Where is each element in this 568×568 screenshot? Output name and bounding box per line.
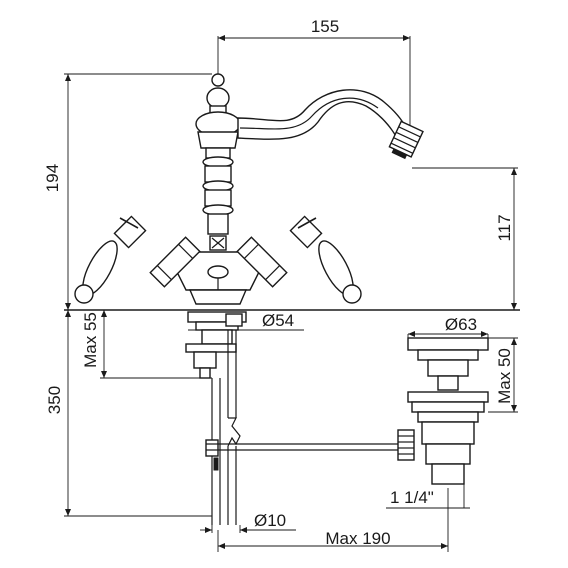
dim-base-diameter: Ø54 — [262, 311, 294, 330]
faucet-body — [173, 73, 263, 305]
dim-max-rod-length: Max 190 — [325, 529, 390, 548]
pop-up-drain — [397, 337, 489, 485]
dim-total-height: 194 — [43, 164, 62, 192]
pull-rod — [206, 443, 400, 451]
dim-drain-top-diameter: Ø63 — [445, 315, 477, 334]
dim-spout-height: 117 — [495, 214, 514, 241]
dim-max-deck-thickness: Max 55 — [81, 312, 100, 368]
dim-spout-reach: 155 — [311, 17, 339, 36]
left-handle — [74, 215, 201, 304]
dim-tail-diameter: Ø10 — [254, 511, 286, 530]
under-deck-assembly — [185, 311, 247, 525]
dimension-lines — [64, 35, 518, 552]
dim-drain-thread: 1 1/4" — [390, 488, 434, 507]
dim-below-deck-length: 350 — [45, 386, 64, 414]
dim-drain-max-thickness: Max 50 — [495, 348, 514, 404]
right-handle — [236, 215, 362, 304]
spout — [237, 89, 424, 160]
